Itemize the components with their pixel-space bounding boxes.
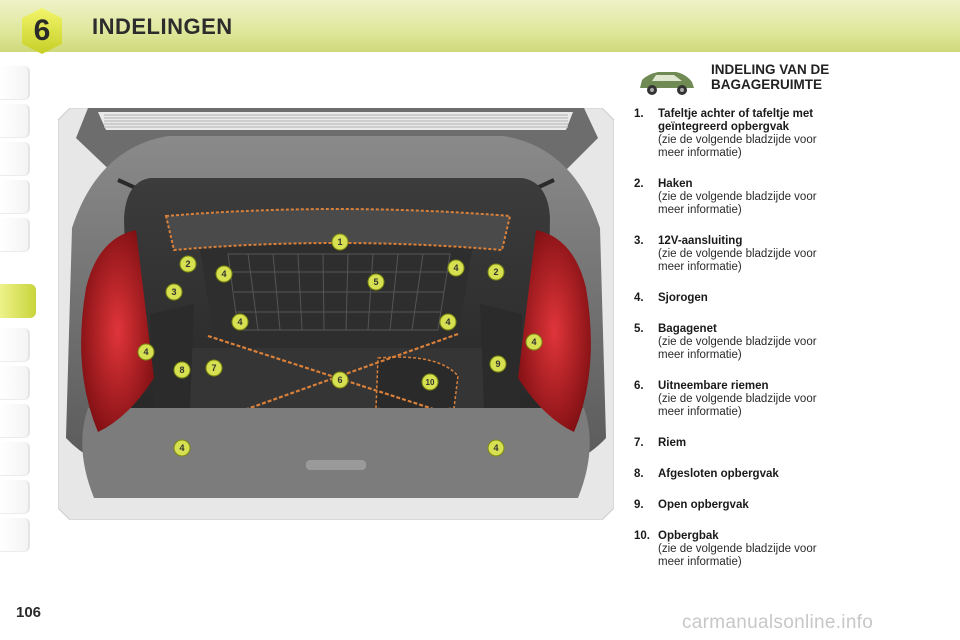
- chapter-header: [0, 0, 960, 52]
- callout-10: 10: [421, 373, 439, 391]
- section-header: INDELING VAN DE BAGAGERUIMTE: [636, 62, 936, 102]
- section-title: INDELING VAN DE BAGAGERUIMTE: [711, 62, 830, 92]
- callout-4-a: 4: [215, 265, 233, 283]
- callout-4-c: 4: [231, 313, 249, 331]
- chapter-tab-5[interactable]: [0, 218, 30, 252]
- chapter-tab-6-active[interactable]: [0, 284, 36, 318]
- svg-text:4: 4: [179, 443, 184, 453]
- callout-3: 3: [165, 283, 183, 301]
- svg-text:4: 4: [221, 269, 226, 279]
- svg-text:4: 4: [493, 443, 498, 453]
- svg-text:4: 4: [143, 347, 148, 357]
- chapter-title: INDELINGEN: [92, 14, 233, 39]
- rear-window-defroster-lines: [104, 114, 568, 128]
- car-silhouette-icon: [640, 72, 694, 95]
- left-tail-lamp: [81, 230, 154, 432]
- svg-text:2: 2: [185, 259, 190, 269]
- callout-6: 6: [331, 371, 349, 389]
- boot-illustration: 1 2 2 3 4 4 4 4 4 4 4 4 5 6 7 8 9 10: [58, 108, 614, 520]
- chapter-badge: 6: [22, 8, 62, 54]
- chapter-tab-10[interactable]: [0, 442, 30, 476]
- callout-markers: 1 2 2 3 4 4 4 4 4 4 4 4 5 6 7 8 9 10: [137, 233, 543, 457]
- chapter-tab-12[interactable]: [0, 518, 30, 552]
- page-number: 106: [16, 604, 42, 621]
- svg-text:4: 4: [237, 317, 242, 327]
- svg-text:4: 4: [531, 337, 536, 347]
- callout-4-h: 4: [487, 439, 505, 457]
- callout-4-e: 4: [137, 343, 155, 361]
- svg-text:5: 5: [373, 277, 378, 287]
- chapter-tab-7[interactable]: [0, 328, 30, 362]
- svg-text:4: 4: [445, 317, 450, 327]
- chapter-tab-3[interactable]: [0, 142, 30, 176]
- callout-4-b: 4: [447, 259, 465, 277]
- chapter-tab-1[interactable]: [0, 66, 30, 100]
- left-side-storage: [150, 304, 194, 408]
- callout-9: 9: [489, 355, 507, 373]
- chapter-tab-11[interactable]: [0, 480, 30, 514]
- chapter-tab-9[interactable]: [0, 404, 30, 438]
- callout-2-left: 2: [179, 255, 197, 273]
- callout-7: 7: [205, 359, 223, 377]
- rear-bumper: [82, 408, 590, 498]
- chapter-tab-8[interactable]: [0, 366, 30, 400]
- svg-text:2: 2: [493, 267, 498, 277]
- svg-text:4: 4: [453, 263, 458, 273]
- callout-5: 5: [367, 273, 385, 291]
- parcel-shelf: [164, 208, 512, 252]
- chapter-number: 6: [33, 14, 51, 47]
- callout-2-right: 2: [487, 263, 505, 281]
- chapter-tab-2[interactable]: [0, 104, 30, 138]
- watermark: carmanualsonline.info: [682, 612, 874, 633]
- callout-4-f: 4: [525, 333, 543, 351]
- svg-text:3: 3: [171, 287, 176, 297]
- luggage-net: [227, 253, 451, 331]
- svg-text:10: 10: [426, 378, 435, 387]
- callout-4-d: 4: [439, 313, 457, 331]
- svg-text:8: 8: [179, 365, 184, 375]
- chapter-tab-4[interactable]: [0, 180, 30, 214]
- callout-8: 8: [173, 361, 191, 379]
- callout-1: 1: [331, 233, 349, 251]
- svg-text:9: 9: [495, 359, 500, 369]
- svg-text:7: 7: [211, 363, 216, 373]
- callout-4-g: 4: [173, 439, 191, 457]
- right-tail-lamp: [518, 230, 591, 432]
- svg-text:6: 6: [337, 375, 342, 385]
- side-tab-strip: [0, 66, 36, 576]
- bumper-handle: [306, 460, 366, 470]
- svg-text:1: 1: [337, 237, 342, 247]
- right-side-storage: [480, 304, 522, 408]
